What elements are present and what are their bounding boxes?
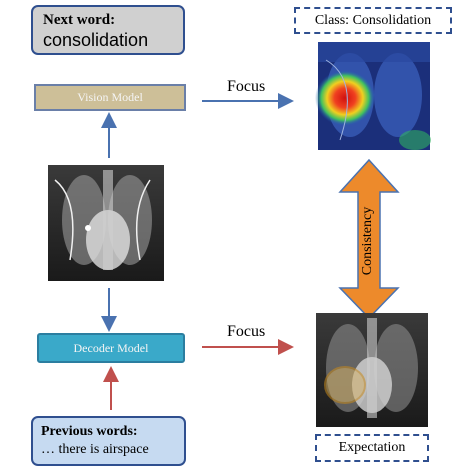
vision-model-box: Vision Model xyxy=(34,84,186,111)
expectation-xray-image xyxy=(316,313,428,427)
expectation-region-highlight xyxy=(324,366,366,404)
consistency-label-wrap: Consistency xyxy=(358,206,378,276)
class-label-box: Class: Consolidation xyxy=(294,7,452,34)
class-label: Class: Consolidation xyxy=(314,12,432,28)
focus-label-bottom: Focus xyxy=(227,323,266,340)
chest-xray-input-image xyxy=(48,165,164,281)
heatmap-xray-image xyxy=(315,42,431,150)
expectation-label-box: Expectation xyxy=(315,434,429,462)
previous-words-label: Previous words: xyxy=(41,424,138,439)
vision-model-label: Vision Model xyxy=(77,90,143,104)
previous-words-box: Previous words: … there is airspace xyxy=(31,416,186,466)
previous-words-value: … there is airspace xyxy=(41,442,149,457)
next-word-box: Next word: consolidation xyxy=(31,5,185,55)
decoder-model-label: Decoder Model xyxy=(73,340,149,355)
next-word-value: consolidation xyxy=(43,30,149,50)
focus-label-top: Focus xyxy=(227,78,266,95)
expectation-label: Expectation xyxy=(338,440,406,455)
consistency-label: Consistency xyxy=(360,206,375,276)
decoder-model-box: Decoder Model xyxy=(37,333,185,363)
next-word-label: Next word: xyxy=(43,12,116,28)
